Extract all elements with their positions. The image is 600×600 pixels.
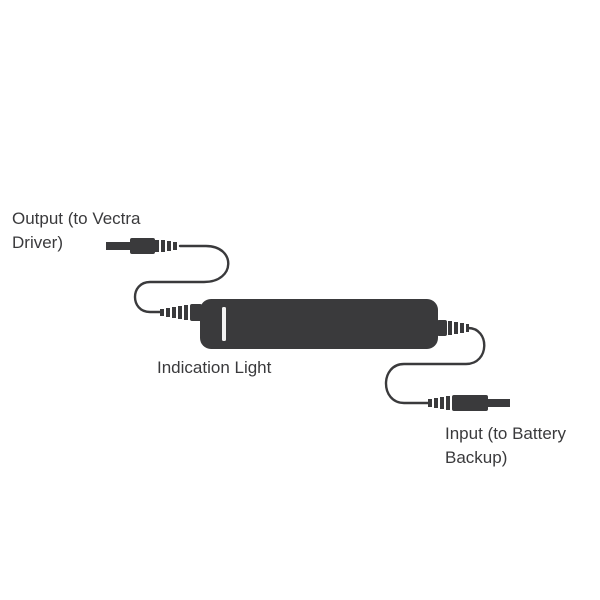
input-cable: [384, 326, 486, 405]
indication-light-label-text: Indication Light: [157, 358, 272, 377]
input-connector: [428, 395, 510, 411]
device-body: [200, 299, 438, 349]
input-label-line1: Input (to Battery: [445, 424, 566, 443]
input-label: Input (to Battery Backup): [445, 422, 566, 470]
indicator-light: [222, 307, 226, 341]
output-strain-relief: [160, 304, 202, 321]
output-cable: [133, 244, 230, 314]
output-label-line1: Output (to Vectra: [12, 209, 141, 228]
output-connector: [106, 238, 177, 254]
output-label: Output (to Vectra Driver): [12, 207, 141, 255]
input-label-line2: Backup): [445, 448, 508, 467]
indication-light-label: Indication Light: [157, 356, 271, 380]
input-strain-relief: [437, 320, 469, 336]
output-label-line2: Driver): [12, 233, 63, 252]
